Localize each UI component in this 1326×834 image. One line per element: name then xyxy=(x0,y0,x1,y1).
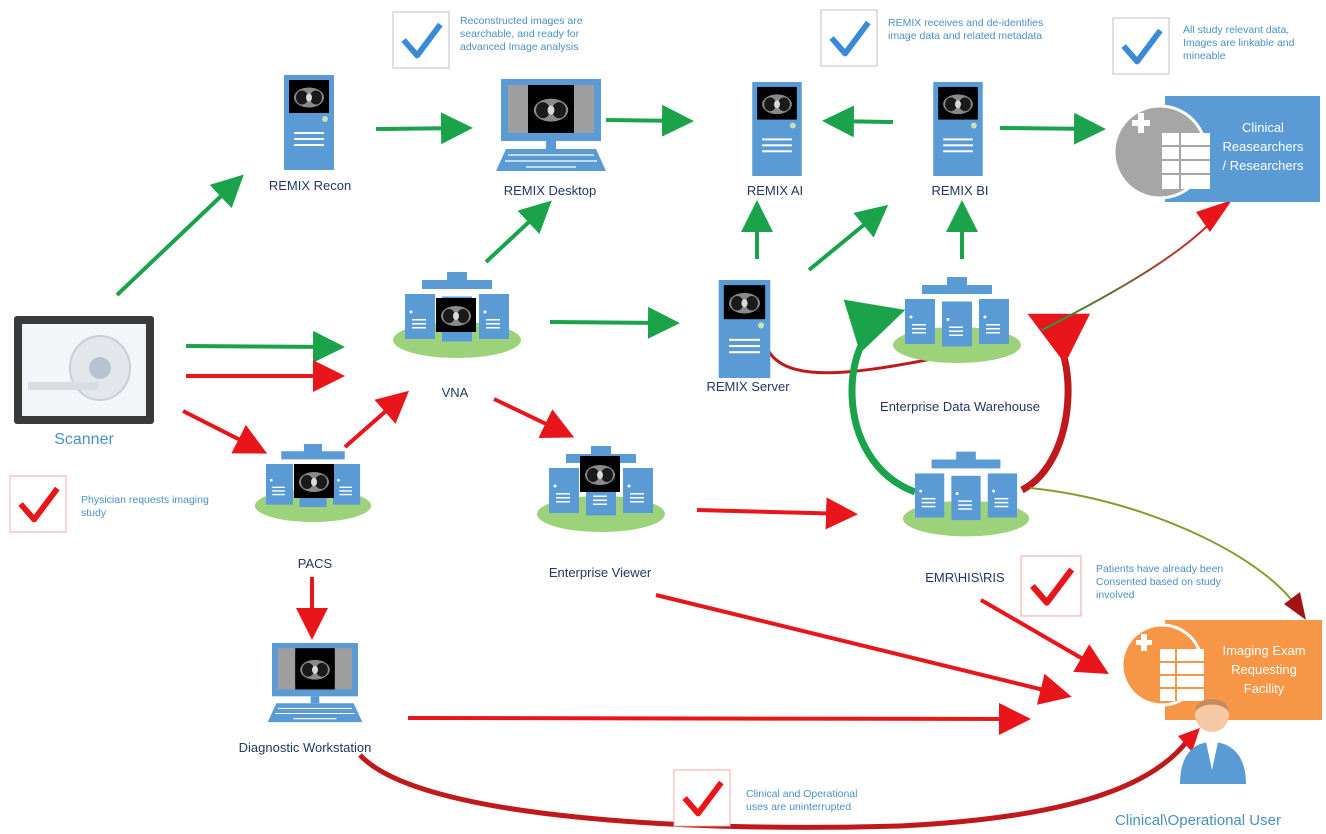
curve-emr-dw xyxy=(843,299,917,496)
note-uninterrupted: Clinical and Operational uses are uninte… xyxy=(746,788,858,813)
imaging-facility-box xyxy=(1120,620,1322,720)
pacs-label: PACS xyxy=(297,556,333,571)
scanner-icon xyxy=(14,316,154,424)
arrow-viewer-facility xyxy=(655,593,1072,705)
data-warehouse-cluster-icon xyxy=(893,277,1021,363)
remix-ai-icon xyxy=(752,82,801,176)
enterprise-dw-label: Enterprise Data Warehouse xyxy=(880,399,1040,414)
vna-cluster-icon xyxy=(393,272,521,358)
check-icon xyxy=(821,10,877,66)
clipboard-icon xyxy=(1132,113,1210,189)
remix-desktop-icon xyxy=(496,79,606,171)
arrow-recon-desktop xyxy=(375,112,473,145)
curve-emr-dw-red xyxy=(1020,313,1091,494)
arrow-scanner-vna xyxy=(185,330,345,363)
green-arrows xyxy=(115,104,1106,363)
remix-ai-label: REMIX AI xyxy=(746,183,804,198)
emr-cluster-icon xyxy=(903,452,1029,537)
note-reconstructed: Reconstructed images are searchable, and… xyxy=(460,15,583,53)
remix-server-label: REMIX Server xyxy=(706,379,790,394)
arrow-vna-viewer xyxy=(493,397,575,439)
user-label: Clinical\Operational User xyxy=(1115,812,1281,829)
check-icon xyxy=(10,476,66,532)
emr-label: EMR\HIS\RIS xyxy=(925,570,1005,585)
red-arrows xyxy=(182,360,1109,735)
check-icon xyxy=(674,770,730,826)
arrowhead-facility xyxy=(1284,592,1306,620)
scanner-label: Scanner xyxy=(54,431,114,448)
arrow-bi-researchers xyxy=(999,112,1106,145)
workstation-icon xyxy=(268,643,363,722)
check-icon xyxy=(1113,18,1169,74)
note-linkable: All study relevant data, Images are link… xyxy=(1183,24,1295,62)
pacs-cluster-icon xyxy=(255,444,371,522)
user-icon xyxy=(1180,698,1246,784)
remix-bi-icon xyxy=(933,82,982,176)
researchers-box xyxy=(1112,96,1320,202)
remix-recon-icon xyxy=(284,75,334,170)
arrow-desktop-ai xyxy=(605,104,694,137)
arrow-vna-desktop xyxy=(484,200,552,264)
note-physician: Physician requests imaging study xyxy=(81,494,209,519)
arrow-viewer-emr xyxy=(696,497,858,530)
arrow-workstation-facility xyxy=(407,702,1031,735)
curve-emr-facility xyxy=(1029,487,1301,613)
viewer-cluster-icon xyxy=(537,446,665,532)
check-icon xyxy=(1021,556,1081,616)
clipboard-icon xyxy=(1136,634,1204,701)
remix-recon-label: REMIX Recon xyxy=(268,178,352,193)
curved-flows xyxy=(358,200,1306,830)
arrow-emr-facility xyxy=(979,598,1109,675)
remix-bi-label: REMIX BI xyxy=(931,183,989,198)
note-deidentify: REMIX receives and de-identifies image d… xyxy=(888,17,1044,42)
remix-desktop-label: REMIX Desktop xyxy=(503,183,597,198)
arrow-vna-server xyxy=(549,306,680,339)
arrow-pacs-vna xyxy=(343,390,410,449)
curve-workstation-user xyxy=(358,738,1190,830)
diagnostic-workstation-label: Diagnostic Workstation xyxy=(238,740,372,755)
vna-label: VNA xyxy=(441,385,469,400)
arrow-scanner-pacs xyxy=(182,409,268,454)
curve-dw-researchers xyxy=(1041,209,1223,331)
note-consented: Patients have already been Consented bas… xyxy=(1096,563,1224,601)
arrow-server-bi xyxy=(807,204,889,272)
check-icon xyxy=(393,12,449,68)
enterprise-viewer-label: Enterprise Viewer xyxy=(548,565,652,580)
arrow-bi-ai xyxy=(822,105,894,138)
imaging-facility-label: Imaging Exam Requesting Facility xyxy=(1222,643,1306,696)
researchers-label: Clinical Reasearchers / Researchers xyxy=(1222,120,1304,173)
arrow-scanner-recon xyxy=(115,174,244,297)
arrowhead-user xyxy=(1178,728,1200,752)
arrowhead-researchers xyxy=(1196,200,1232,232)
remix-server-icon xyxy=(719,280,771,378)
